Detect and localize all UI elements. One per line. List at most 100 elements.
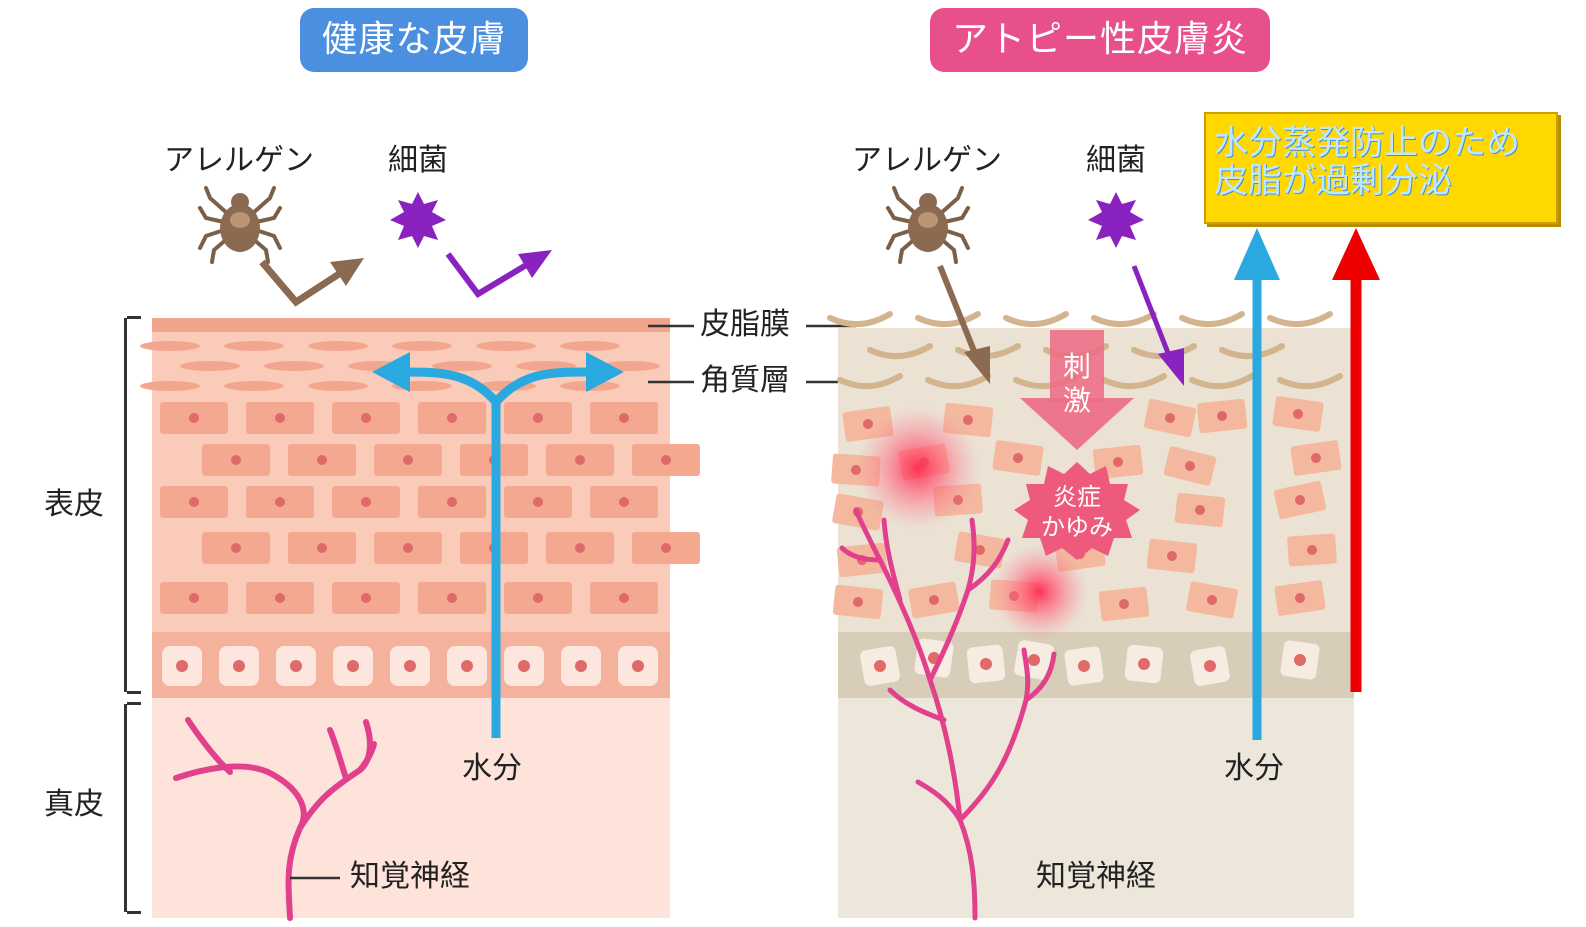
basal-cell — [860, 646, 900, 686]
dermis-bracket — [124, 702, 141, 914]
cell-nucleus — [661, 543, 671, 553]
healthy-nerve-label: 知覚神経 — [350, 859, 470, 894]
cell-nucleus — [403, 543, 413, 553]
cell-nucleus — [661, 455, 671, 465]
epidermis-cell — [992, 440, 1044, 476]
cell-nucleus — [1165, 413, 1175, 423]
cell-nucleus — [1113, 457, 1123, 467]
corneum-flake — [1003, 311, 1069, 328]
cell-nucleus — [853, 597, 863, 607]
note-line-1: 水分蒸発防止のため — [1214, 123, 1520, 163]
cell-nucleus — [575, 660, 587, 672]
atopic-nerve-label: 知覚神経 — [1036, 859, 1156, 894]
cell-nucleus — [447, 593, 457, 603]
cell-nucleus — [1295, 593, 1305, 603]
cell-nucleus — [575, 455, 585, 465]
healthy-water-label: 水分 — [462, 751, 522, 786]
cell-nucleus — [1013, 453, 1023, 463]
corneum-cell — [476, 341, 536, 351]
corneum-flake — [1267, 311, 1333, 328]
cell-nucleus — [1295, 495, 1305, 505]
cell-nucleus — [403, 455, 413, 465]
cell-nucleus — [1294, 654, 1306, 666]
healthy-allergen-label: アレルゲン — [164, 143, 314, 178]
cell-nucleus — [533, 593, 543, 603]
cell-nucleus — [1185, 461, 1195, 471]
cell-nucleus — [461, 660, 473, 672]
epidermis-cell — [1174, 492, 1226, 528]
cell-nucleus — [518, 660, 530, 672]
healthy-basal-cells — [162, 646, 658, 686]
stratum-corneum-label: 角質層 — [700, 363, 790, 398]
basal-cell — [1280, 640, 1320, 680]
cell-nucleus — [975, 545, 985, 555]
epidermis-cell — [1287, 533, 1337, 567]
epidermis-cell — [1196, 398, 1248, 434]
cell-nucleus — [317, 543, 327, 553]
sebum-excess-arrow — [1332, 228, 1380, 692]
inflammation-burst — [1014, 462, 1140, 560]
corneum-cell — [560, 341, 620, 351]
atopic-water-arrow — [1234, 228, 1280, 740]
cell-nucleus — [176, 660, 188, 672]
sebum-excess-note: 水分蒸発防止のため 皮脂が過剰分泌 — [1204, 112, 1558, 224]
corneum-cell — [140, 381, 200, 391]
corneum-cell — [140, 341, 200, 351]
cell-nucleus — [533, 497, 543, 507]
healthy-water-arrow — [372, 352, 624, 738]
corneum-flake — [1219, 343, 1285, 360]
cell-nucleus — [189, 413, 199, 423]
corneum-flake — [1277, 373, 1343, 390]
epidermis-bracket — [124, 316, 141, 694]
corneum-flake — [837, 373, 903, 390]
sebum-film-label: 皮脂膜 — [700, 307, 790, 342]
basal-cell — [1064, 646, 1104, 686]
epidermis-cell — [1146, 538, 1198, 574]
healthy-bacteria-deflect-arrow — [445, 250, 552, 298]
cell-nucleus — [1028, 654, 1040, 666]
healthy-skin-panel — [140, 186, 700, 921]
healthy-dermis — [152, 698, 670, 918]
cell-nucleus — [1293, 409, 1303, 419]
healthy-mite-icon — [198, 186, 282, 264]
cell-nucleus — [929, 595, 939, 605]
inflammation-spot — [856, 406, 980, 530]
corneum-flake — [867, 343, 933, 360]
cell-nucleus — [361, 497, 371, 507]
healthy-bacteria-icon — [390, 192, 446, 248]
cell-nucleus — [1167, 551, 1177, 561]
atopic-allergen-penetrate-arrow — [937, 264, 990, 384]
healthy-stratum-corneum — [140, 341, 660, 391]
cell-nucleus — [233, 660, 245, 672]
corneum-flake — [1179, 311, 1245, 328]
cell-nucleus — [290, 660, 302, 672]
cell-nucleus — [361, 413, 371, 423]
healthy-allergen-deflect-arrow — [259, 258, 364, 307]
corneum-flake — [827, 311, 893, 328]
epidermis-cell — [908, 581, 960, 619]
basal-cell — [1190, 646, 1230, 686]
basal-cell — [1124, 644, 1164, 684]
atopic-water-label: 水分 — [1224, 751, 1284, 786]
cell-nucleus — [347, 660, 359, 672]
cell-nucleus — [1204, 660, 1216, 672]
healthy-bacteria-label: 細菌 — [388, 143, 448, 178]
healthy-skin-title: 健康な皮膚 — [300, 8, 528, 72]
corneum-cell — [224, 381, 284, 391]
cell-nucleus — [619, 497, 629, 507]
healthy-nerve — [173, 717, 377, 921]
stimulus-arrow — [1020, 330, 1134, 450]
stimulus-label-2: 激 — [1062, 384, 1091, 417]
atopic-dermatitis-title: アトピー性皮膚炎 — [930, 8, 1270, 72]
corneum-cell — [432, 361, 492, 371]
cell-nucleus — [447, 413, 457, 423]
cell-nucleus — [189, 593, 199, 603]
corneum-flake — [915, 311, 981, 328]
atopic-mite-icon — [886, 186, 970, 264]
cell-nucleus — [575, 543, 585, 553]
cell-nucleus — [189, 497, 199, 507]
epidermis-cell — [1163, 446, 1217, 486]
atopic-bacteria-icon — [1088, 192, 1144, 248]
cell-nucleus — [1119, 599, 1129, 609]
cell-nucleus — [619, 413, 629, 423]
